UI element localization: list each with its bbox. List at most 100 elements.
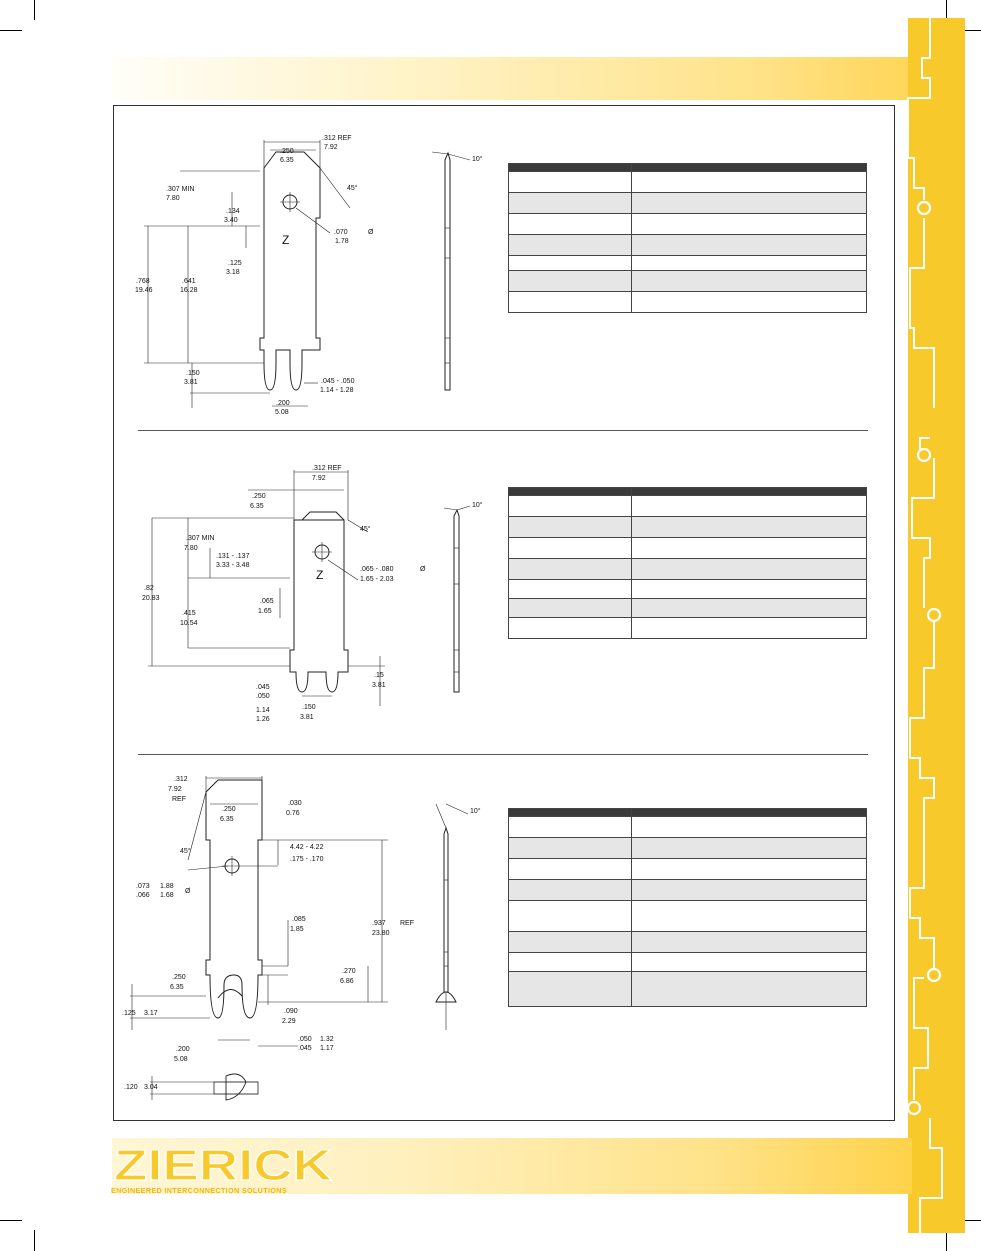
table-row [508, 192, 867, 214]
dim-label: 6.86 [340, 978, 354, 985]
dim-label: 19.46 [135, 287, 153, 294]
dim-label: .175 - .170 [290, 856, 324, 863]
section-divider [138, 430, 868, 431]
table-row [508, 537, 867, 559]
dim-label: 1.14 - 1.28 [320, 387, 354, 394]
table-row [508, 270, 867, 292]
dim-label: .312 REF [322, 135, 352, 142]
dim-label: 3.40 [224, 217, 238, 224]
dim-label: .045 [256, 684, 270, 691]
crop-mark [946, 0, 947, 20]
dim-label: .82 [144, 585, 154, 592]
dim-label: 3.81 [372, 682, 386, 689]
dim-label: .937 [372, 920, 386, 927]
dim-label: .070 [334, 229, 348, 236]
dim-label: 1.65 [258, 608, 272, 615]
dim-label: 10° [472, 502, 483, 509]
dim-label: .641 [182, 278, 196, 285]
table-row [508, 516, 867, 538]
terminal-drawing-3 [130, 776, 469, 1101]
diameter-symbol: Ø [420, 566, 426, 573]
dim-label: 5.08 [275, 409, 289, 416]
crop-mark [0, 30, 22, 31]
dim-label: 2.29 [282, 1018, 296, 1025]
dim-label: .131 - .137 [216, 553, 250, 560]
dim-label: 1.26 [256, 716, 270, 723]
dim-label: .045 [298, 1045, 312, 1052]
dim-label: 4.42 - 4.22 [290, 844, 324, 851]
dim-label: .150 [186, 370, 200, 377]
dim-label: .415 [182, 610, 196, 617]
dim-label: 6.35 [280, 157, 294, 164]
dim-label: .270 [342, 968, 356, 975]
spec-table-1 [508, 163, 867, 313]
spec-table-3 [508, 808, 867, 1007]
dim-label: REF [172, 796, 186, 803]
table-row [508, 837, 867, 859]
brand-tagline: ENGINEERED INTERCONNECTION SOLUTIONS [111, 1186, 287, 1195]
dim-label: 6.35 [220, 816, 234, 823]
diameter-symbol: Ø [185, 888, 191, 895]
dim-label: 7.92 [312, 475, 326, 482]
dim-label: .200 [276, 400, 290, 407]
table-row [508, 931, 867, 953]
table-row [508, 598, 867, 618]
dim-label: 5.08 [174, 1056, 188, 1063]
dim-label: 20.83 [142, 595, 160, 602]
circuit-trace-decoration [906, 18, 943, 1233]
dim-label: .250 [252, 493, 266, 500]
dim-label: .125 [122, 1010, 136, 1017]
dim-label: 3.18 [226, 269, 240, 276]
svg-text:ZIERICK: ZIERICK [114, 1141, 332, 1186]
table-row [508, 971, 867, 1007]
dim-label: 7.92 [168, 786, 182, 793]
dim-label: .250 [222, 806, 236, 813]
dim-label: .307 MIN [166, 186, 195, 193]
dim-label: .085 [292, 916, 306, 923]
dim-label: .065 - .080 [360, 566, 394, 573]
dim-label: .125 [228, 260, 242, 267]
dim-label: .150 [302, 704, 316, 711]
dim-label: 1.65 - 2.03 [360, 576, 394, 583]
dim-label: 3.17 [144, 1010, 158, 1017]
dim-label: .120 [124, 1084, 138, 1091]
table-row [508, 255, 867, 271]
dim-label: .250 [280, 148, 294, 155]
table-row [508, 952, 867, 972]
crop-mark [962, 30, 981, 31]
dim-label: .030 [288, 800, 302, 807]
dim-label: .15 [374, 672, 384, 679]
section-divider [138, 754, 868, 755]
dim-label: 1.68 [160, 892, 174, 899]
drawing-3-labels: .312 7.92 REF .250 6.35 .030 0.76 45° 4.… [118, 770, 508, 1115]
drawing-1-labels: Z .312 REF 7.92 .250 6.35 .307 MIN 7.80 … [130, 128, 500, 428]
table-row [508, 171, 867, 193]
dim-label: .050 [298, 1036, 312, 1043]
dim-label: 1.85 [290, 926, 304, 933]
dim-label: .200 [176, 1046, 190, 1053]
z-marker: Z [282, 233, 290, 247]
dim-label: 6.35 [170, 984, 184, 991]
footer-band [112, 1138, 912, 1194]
side-strip [908, 18, 965, 1233]
zierick-logo: ZIERICK [113, 1140, 332, 1186]
dim-label: .090 [284, 1008, 298, 1015]
table-row [508, 213, 867, 235]
dim-label: 23.80 [372, 930, 390, 937]
dim-label: 1.88 [160, 883, 174, 890]
terminal-drawing-2 [148, 470, 471, 706]
dim-label: 3.33 - 3.48 [216, 562, 250, 569]
dim-label: 6.35 [250, 503, 264, 510]
table-row [508, 879, 867, 901]
dim-label: .312 [174, 776, 188, 783]
header-band [112, 57, 912, 100]
crop-mark [34, 1230, 35, 1251]
crop-mark [962, 1220, 981, 1221]
dim-label: .768 [136, 278, 150, 285]
dim-label: .050 [256, 693, 270, 700]
dim-label: 45° [360, 526, 371, 533]
dim-label: 1.32 [320, 1036, 334, 1043]
dim-label: 1.78 [335, 238, 349, 245]
dim-label: 45° [180, 848, 191, 855]
dim-label: .312 REF [312, 465, 342, 472]
